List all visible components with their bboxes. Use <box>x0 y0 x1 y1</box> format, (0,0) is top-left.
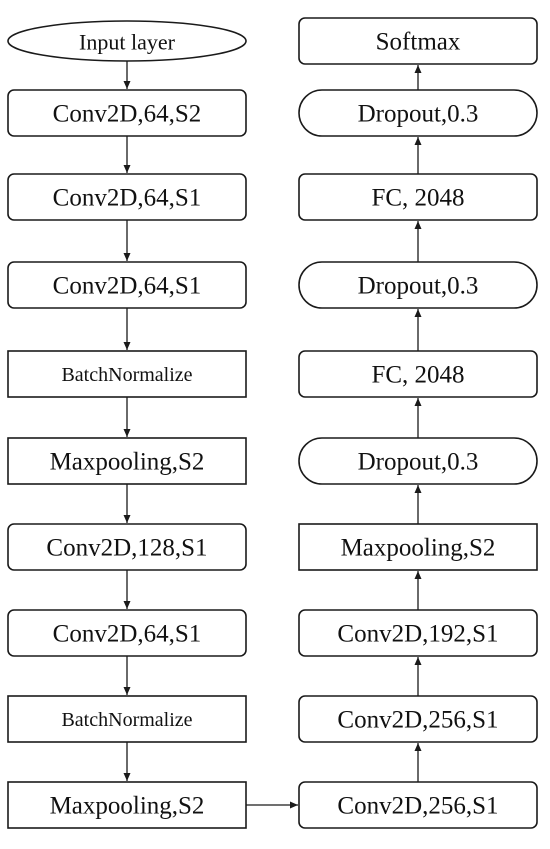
node-shape <box>298 609 538 657</box>
node-label: BatchNormalize <box>61 364 192 386</box>
node-label: Dropout,0.3 <box>358 273 479 300</box>
node-shape <box>298 437 538 485</box>
node-maxpooling-s2-b: Maxpooling,S2 <box>7 781 247 829</box>
node-label: Conv2D,256,S1 <box>337 793 498 820</box>
node-label: Conv2D,64,S1 <box>53 273 202 300</box>
node-label: Conv2D,64,S2 <box>53 101 202 128</box>
node-shape <box>298 89 538 137</box>
node-dropout-a: Dropout,0.3 <box>298 89 538 137</box>
node-shape <box>7 523 247 571</box>
layer-nodes: Input layerConv2D,64,S2Conv2D,64,S1Conv2… <box>7 17 538 829</box>
node-conv2d-192-s1: Conv2D,192,S1 <box>298 609 538 657</box>
node-label: Conv2D,192,S1 <box>337 621 498 648</box>
node-dropout-c: Dropout,0.3 <box>298 437 538 485</box>
node-label: Conv2D,64,S1 <box>53 185 202 212</box>
node-shape <box>7 20 247 62</box>
node-maxpooling-s2-c: Maxpooling,S2 <box>298 523 538 571</box>
node-conv2d-64-s1-a: Conv2D,64,S1 <box>7 173 247 221</box>
node-label: Maxpooling,S2 <box>50 793 205 820</box>
node-label: Input layer <box>79 30 176 55</box>
node-shape <box>7 437 247 485</box>
node-conv2d-64-s1-c: Conv2D,64,S1 <box>7 609 247 657</box>
node-shape <box>298 173 538 221</box>
node-label: Maxpooling,S2 <box>50 449 205 476</box>
node-label: FC, 2048 <box>371 362 464 389</box>
node-input-layer: Input layer <box>7 20 247 62</box>
node-label: FC, 2048 <box>371 185 464 212</box>
node-shape <box>7 781 247 829</box>
node-shape <box>7 89 247 137</box>
node-conv2d-128-s1: Conv2D,128,S1 <box>7 523 247 571</box>
node-shape <box>298 695 538 743</box>
node-shape <box>298 350 538 398</box>
node-label: Conv2D,64,S1 <box>53 621 202 648</box>
node-shape <box>7 350 247 398</box>
node-label: Dropout,0.3 <box>358 449 479 476</box>
node-fc-2048-b: FC, 2048 <box>298 350 538 398</box>
node-shape <box>7 609 247 657</box>
node-label: Softmax <box>376 29 461 56</box>
node-maxpooling-s2-a: Maxpooling,S2 <box>7 437 247 485</box>
node-label: Conv2D,256,S1 <box>337 707 498 734</box>
node-conv2d-64-s1-b: Conv2D,64,S1 <box>7 261 247 309</box>
node-conv2d-256-s1-b: Conv2D,256,S1 <box>298 781 538 829</box>
node-shape <box>298 17 538 65</box>
node-label: Conv2D,128,S1 <box>46 535 207 562</box>
node-conv2d-256-s1-a: Conv2D,256,S1 <box>298 695 538 743</box>
connector-arrows <box>123 61 422 809</box>
node-fc-2048-a: FC, 2048 <box>298 173 538 221</box>
node-batchnormalize-a: BatchNormalize <box>7 350 247 398</box>
node-softmax: Softmax <box>298 17 538 65</box>
node-batchnormalize-b: BatchNormalize <box>7 695 247 743</box>
node-conv2d-64-s2: Conv2D,64,S2 <box>7 89 247 137</box>
node-label: Maxpooling,S2 <box>341 535 496 562</box>
node-shape <box>7 173 247 221</box>
node-label: Dropout,0.3 <box>358 101 479 128</box>
node-shape <box>7 261 247 309</box>
node-shape <box>7 695 247 743</box>
node-dropout-b: Dropout,0.3 <box>298 261 538 309</box>
node-shape <box>298 781 538 829</box>
node-label: BatchNormalize <box>61 709 192 731</box>
node-shape <box>298 261 538 309</box>
node-shape <box>298 523 538 571</box>
